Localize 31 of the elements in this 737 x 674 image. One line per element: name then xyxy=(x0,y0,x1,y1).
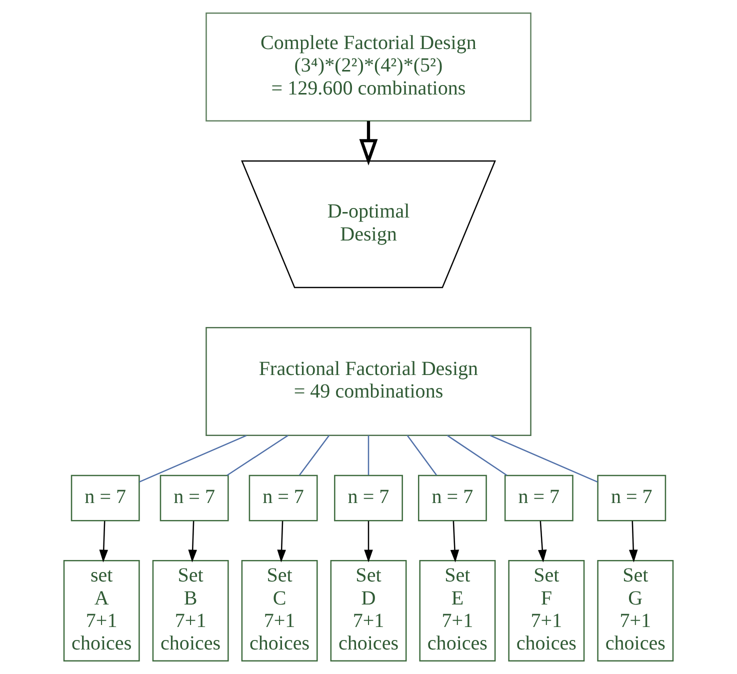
arrow xyxy=(188,521,197,562)
node-box: n = 7 xyxy=(248,474,318,522)
node-box: Set G 7+1 choices xyxy=(597,560,674,662)
node-box: n = 7 xyxy=(160,474,229,522)
node-box: Set B 7+1 choices xyxy=(152,560,229,662)
node-box: Set E 7+1 choices xyxy=(419,560,496,662)
node-box: Fractional Factorial Design = 49 combinations xyxy=(206,326,532,436)
node-box: Set F 7+1 choices xyxy=(508,560,585,662)
node-box: Complete Factorial Design (3⁴)*(2²)*(4²)*(5²) = 129.600 combinations xyxy=(206,12,532,122)
node-box: Set C 7+1 choices xyxy=(241,560,318,662)
node-box: n = 7 xyxy=(597,474,666,522)
connector xyxy=(406,435,437,476)
node-box: Set D 7+1 choices xyxy=(330,560,407,662)
connector xyxy=(139,435,247,483)
node-box: set A 7+1 choices xyxy=(63,560,140,662)
connector xyxy=(490,434,598,483)
connector xyxy=(368,435,370,476)
arrow xyxy=(538,521,547,562)
arrow xyxy=(364,521,373,562)
node-box: n = 7 xyxy=(418,474,487,522)
arrow xyxy=(450,521,460,562)
node-box: n = 7 xyxy=(334,474,403,522)
node-box: n = 7 xyxy=(70,474,140,522)
arrow xyxy=(99,521,108,562)
arrow xyxy=(277,521,286,562)
node-box: n = 7 xyxy=(504,474,574,522)
connector xyxy=(226,434,288,476)
connector xyxy=(299,435,330,476)
connector xyxy=(446,434,508,476)
arrow xyxy=(359,121,378,166)
arrow xyxy=(628,521,638,562)
